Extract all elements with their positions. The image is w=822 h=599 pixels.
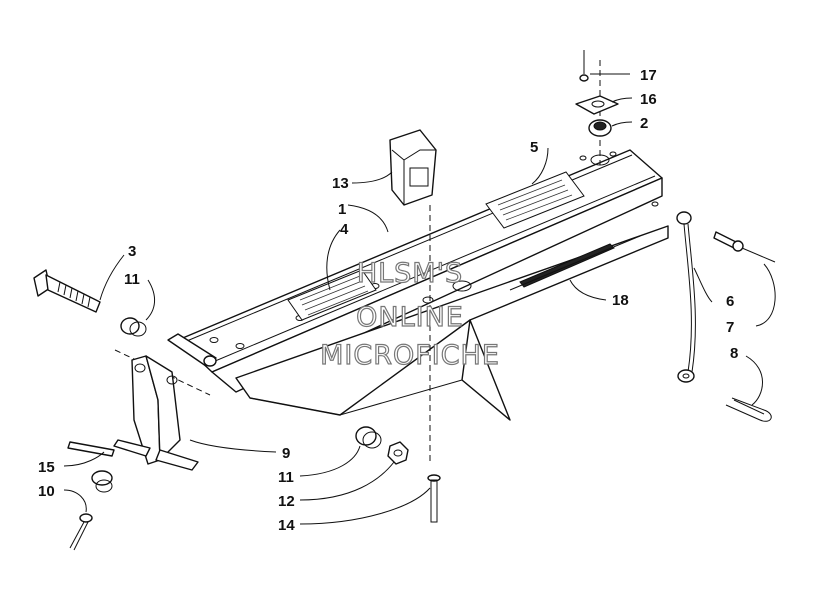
grommet-part xyxy=(91,470,113,493)
rivet-left-part xyxy=(69,513,93,551)
screw-top-part xyxy=(579,50,589,82)
callout-15: 15 xyxy=(38,459,55,476)
hinge-bracket-part xyxy=(113,355,199,471)
hinge-pin-part xyxy=(167,333,217,367)
watermark: HLSM'S ONLINE MICROFICHE xyxy=(319,257,500,371)
spacer-plate-part xyxy=(67,441,115,457)
clip-bracket-part xyxy=(389,129,437,206)
callout-13: 13 xyxy=(332,175,349,192)
decal-warning-part xyxy=(485,171,585,229)
callout-16: 16 xyxy=(640,91,657,108)
bolt-part xyxy=(33,269,101,313)
callout-12: 12 xyxy=(278,493,295,510)
callout-14: 14 xyxy=(278,517,295,534)
watermark-line-1: HLSM'S xyxy=(357,258,463,289)
callout-2: 2 xyxy=(640,115,648,132)
bushing-right-part xyxy=(355,426,382,449)
callout-7: 7 xyxy=(726,319,734,336)
callout-17: 17 xyxy=(640,67,657,84)
leader-lines xyxy=(63,73,776,525)
callout-11-right: 11 xyxy=(278,469,294,486)
callout-8: 8 xyxy=(730,345,738,362)
callout-4: 4 xyxy=(340,221,349,238)
decal-label-part xyxy=(287,269,377,321)
nut-part xyxy=(387,441,409,465)
callout-11-left: 11 xyxy=(124,271,140,288)
callout-3: 3 xyxy=(128,243,136,260)
callout-labels: 1 2 3 4 5 6 7 8 9 10 11 11 12 13 14 15 1… xyxy=(38,67,738,534)
plate-washer-part xyxy=(575,95,619,115)
hairpin-clip-part xyxy=(725,397,772,422)
callout-1: 1 xyxy=(338,201,346,218)
grommet-top-part xyxy=(588,119,612,137)
callout-10: 10 xyxy=(38,483,55,500)
bushing-left-part xyxy=(120,317,147,337)
callout-9: 9 xyxy=(282,445,290,462)
rivet-bottom-part xyxy=(427,474,441,523)
lock-pin-part xyxy=(713,231,776,263)
watermark-line-2: ONLINE xyxy=(356,302,464,333)
watermark-line-3: MICROFICHE xyxy=(320,340,500,371)
callout-5: 5 xyxy=(530,139,538,156)
callout-6: 6 xyxy=(726,293,734,310)
lanyard-cable-part xyxy=(676,211,696,383)
callout-18: 18 xyxy=(612,292,629,309)
